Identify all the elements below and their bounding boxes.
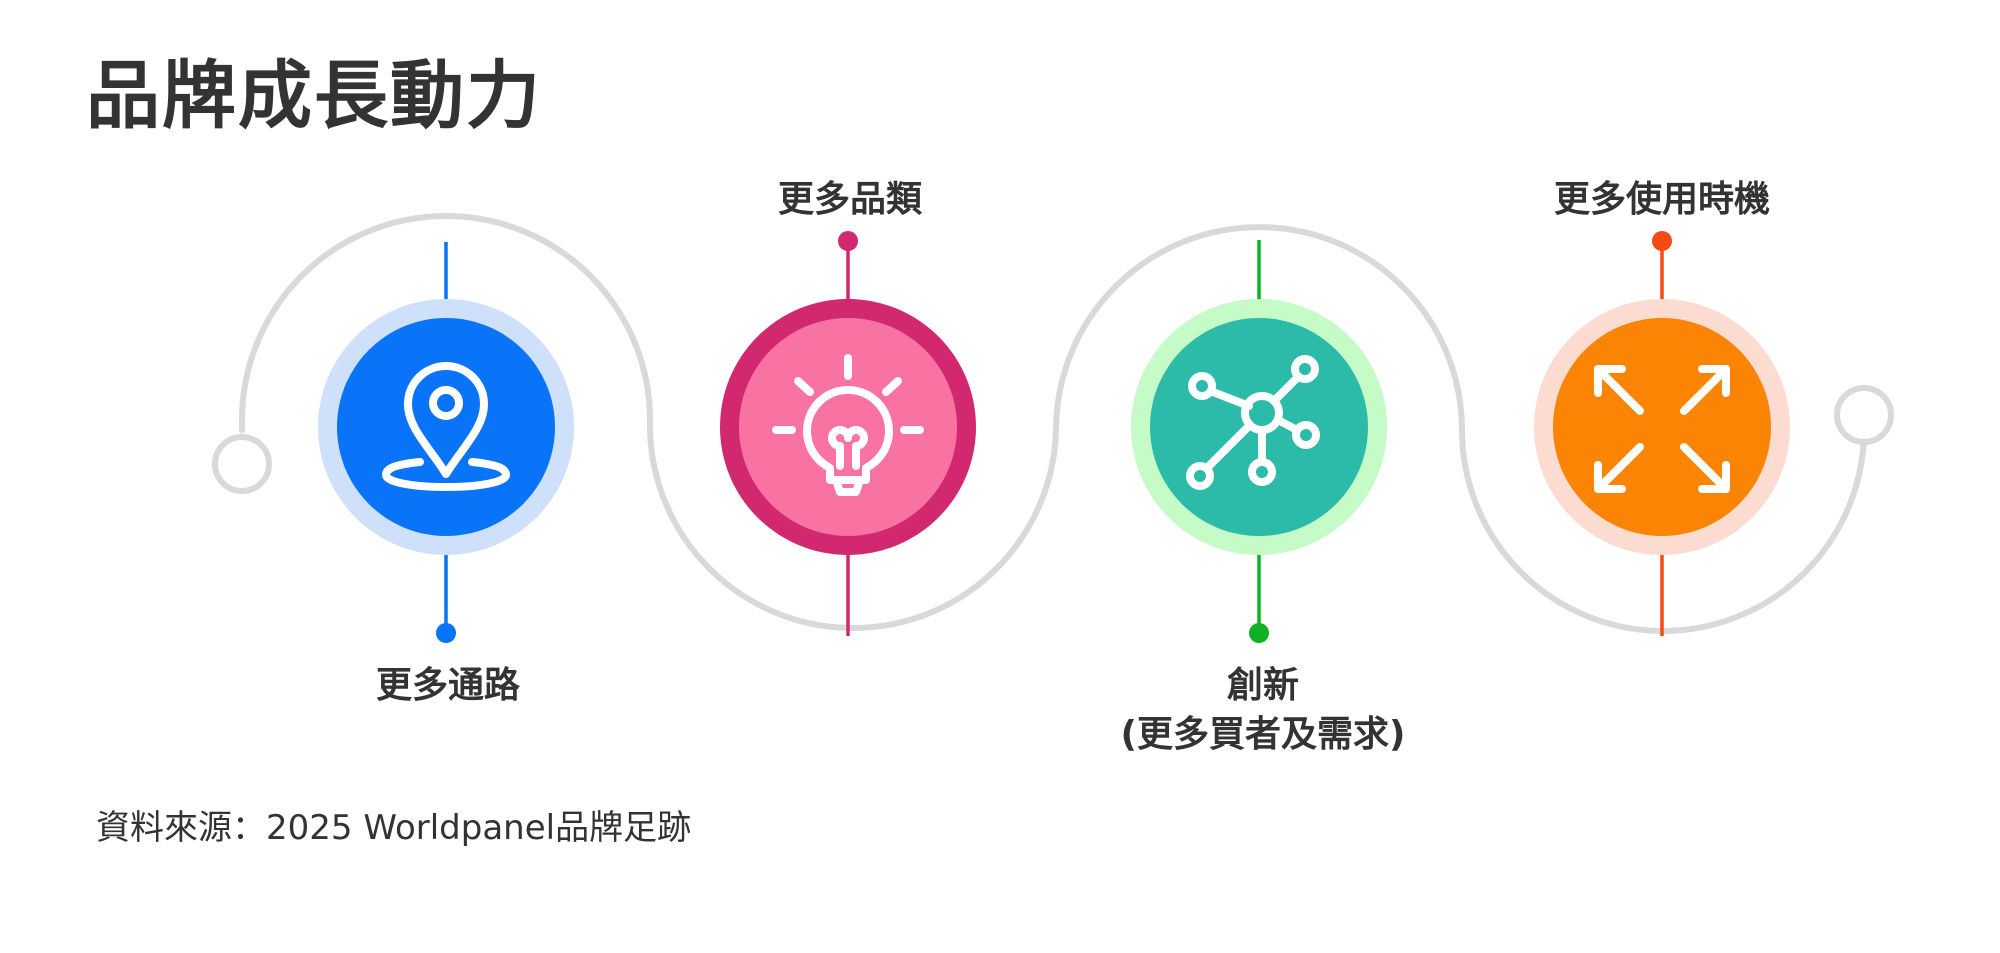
track-start-circle — [212, 434, 272, 494]
network-hub-icon — [1186, 355, 1320, 490]
connector-dot-4 — [1652, 231, 1672, 251]
track-segment — [239, 213, 1867, 634]
node-1-disc — [337, 318, 555, 536]
node-3-label-line1: 創新 — [1227, 665, 1299, 706]
node-3 — [1131, 299, 1387, 555]
connector-dot-3 — [1249, 623, 1269, 643]
connector-dot-1 — [436, 623, 456, 643]
source-note: 資料來源：2025 Worldpanel品牌足跡 — [96, 808, 692, 848]
track-path — [239, 213, 1867, 634]
lightbulb-icon — [772, 354, 924, 496]
page-title: 品牌成長動力 — [86, 53, 542, 139]
node-1-label: 更多通路 — [376, 665, 521, 706]
node-1 — [318, 299, 574, 555]
track-end-circle — [1834, 385, 1894, 445]
node-2 — [720, 299, 976, 555]
node-2-disc — [739, 318, 957, 536]
node-4 — [1534, 299, 1790, 555]
node-3-label-line2: (更多買者及需求) — [1121, 714, 1406, 755]
node-4-label: 更多使用時機 — [1554, 179, 1770, 220]
expand-arrows-icon — [1594, 365, 1730, 493]
connector-dot-2 — [838, 231, 858, 251]
node-2-label: 更多品類 — [778, 179, 923, 220]
location-pin-icon — [382, 362, 510, 491]
node-4-disc — [1553, 318, 1771, 536]
